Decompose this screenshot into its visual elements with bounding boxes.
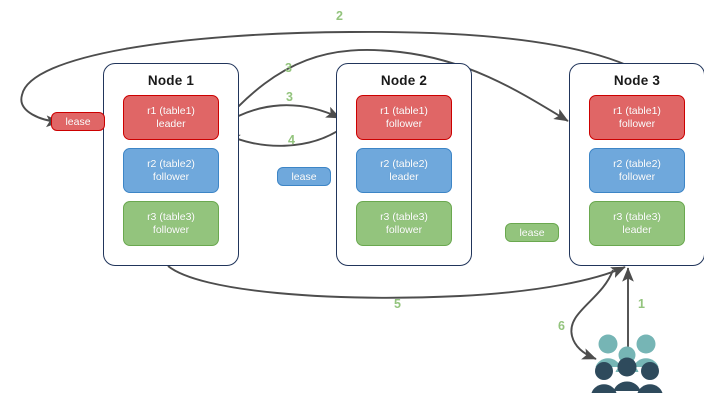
replica-name: r1 (table1): [147, 105, 195, 117]
replica-name: r3 (table3): [380, 211, 428, 223]
replica-role: follower: [152, 170, 190, 183]
replica-r1[interactable]: r1 (table1) follower: [356, 95, 452, 140]
lease-badge-r3[interactable]: lease: [505, 223, 559, 242]
node-card-node-1[interactable]: Node 1 r1 (table1) leader r2 (table2) fo…: [103, 63, 239, 266]
lease-badge-r1[interactable]: lease: [51, 112, 105, 131]
replica-r2[interactable]: r2 (table2) follower: [123, 148, 219, 193]
replica-role: follower: [618, 117, 656, 130]
users-icon-front-row: [591, 357, 663, 393]
replica-name: r1 (table1): [613, 105, 661, 117]
replica-name: r3 (table3): [613, 211, 661, 223]
replica-role: follower: [385, 117, 423, 130]
node-title: Node 1: [147, 73, 195, 88]
replica-role: leader: [389, 170, 419, 183]
step-label-4: 4: [288, 133, 295, 147]
replica-role: follower: [618, 170, 656, 183]
node-card-node-2[interactable]: Node 2 r1 (table1) follower r2 (table2) …: [336, 63, 472, 266]
replica-r1[interactable]: r1 (table1) follower: [589, 95, 685, 140]
edge-step-3-node3: [221, 49, 569, 125]
step-label-3a: 3: [285, 61, 292, 75]
replica-name: r2 (table2): [613, 158, 661, 170]
replica-r3[interactable]: r3 (table3) leader: [589, 201, 685, 246]
replica-name: r2 (table2): [147, 158, 195, 170]
replica-r2[interactable]: r2 (table2) leader: [356, 148, 452, 193]
node-title: Node 3: [613, 73, 661, 88]
replica-role: leader: [156, 117, 186, 130]
edge-step-5: [167, 265, 626, 299]
step-label-3b: 3: [286, 90, 293, 104]
node-title: Node 2: [380, 73, 428, 88]
replica-r2[interactable]: r2 (table2) follower: [589, 148, 685, 193]
step-label-2: 2: [336, 9, 343, 23]
step-label-1: 1: [638, 297, 645, 311]
step-label-5: 5: [394, 297, 401, 311]
replica-r3[interactable]: r3 (table3) follower: [123, 201, 219, 246]
replica-name: r2 (table2): [380, 158, 428, 170]
step-label-6: 6: [558, 319, 565, 333]
replica-r1[interactable]: r1 (table1) leader: [123, 95, 219, 140]
replica-role: follower: [152, 223, 190, 236]
replica-role: follower: [385, 223, 423, 236]
lease-badge-r2[interactable]: lease: [277, 167, 331, 186]
replica-role: leader: [622, 223, 652, 236]
replica-name: r3 (table3): [147, 211, 195, 223]
edge-step-6: [570, 269, 614, 360]
replica-name: r1 (table1): [380, 105, 428, 117]
replica-r3[interactable]: r3 (table3) follower: [356, 201, 452, 246]
node-card-node-3[interactable]: Node 3 r1 (table1) follower r2 (table2) …: [569, 63, 704, 266]
